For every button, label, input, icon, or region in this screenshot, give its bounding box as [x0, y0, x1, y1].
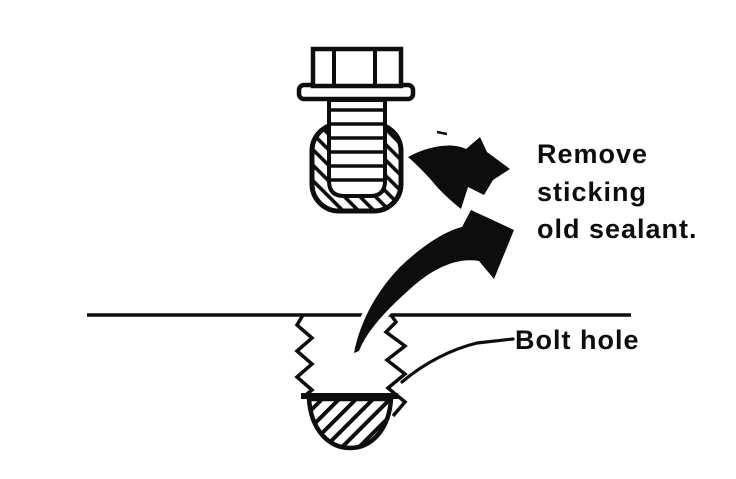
bolt-hex-head	[310, 46, 404, 89]
print-speck	[436, 130, 448, 136]
note-line-3: old sealant.	[537, 214, 698, 244]
hex-head-facet-lines	[332, 50, 377, 85]
hole-left-thread-zigzag	[294, 314, 315, 400]
bolt-hole-label: Bolt hole	[515, 325, 640, 355]
note-line-1: Remove	[537, 139, 649, 169]
bolt-illustration	[296, 46, 416, 214]
note-line-2: sticking	[537, 176, 648, 207]
lower-arrow-shape	[354, 210, 514, 353]
leader-line	[400, 337, 515, 384]
bolt-thread-lines	[330, 108, 384, 182]
upper-curved-arrow-icon	[408, 137, 510, 209]
lower-curved-arrow-icon	[349, 205, 519, 358]
old-sealant-in-hole-icon	[306, 396, 394, 451]
hole-right-thread-zigzag	[383, 313, 408, 418]
bolt-hole-illustration	[294, 313, 408, 451]
note-text: Remove sticking old sealant.	[537, 136, 698, 249]
